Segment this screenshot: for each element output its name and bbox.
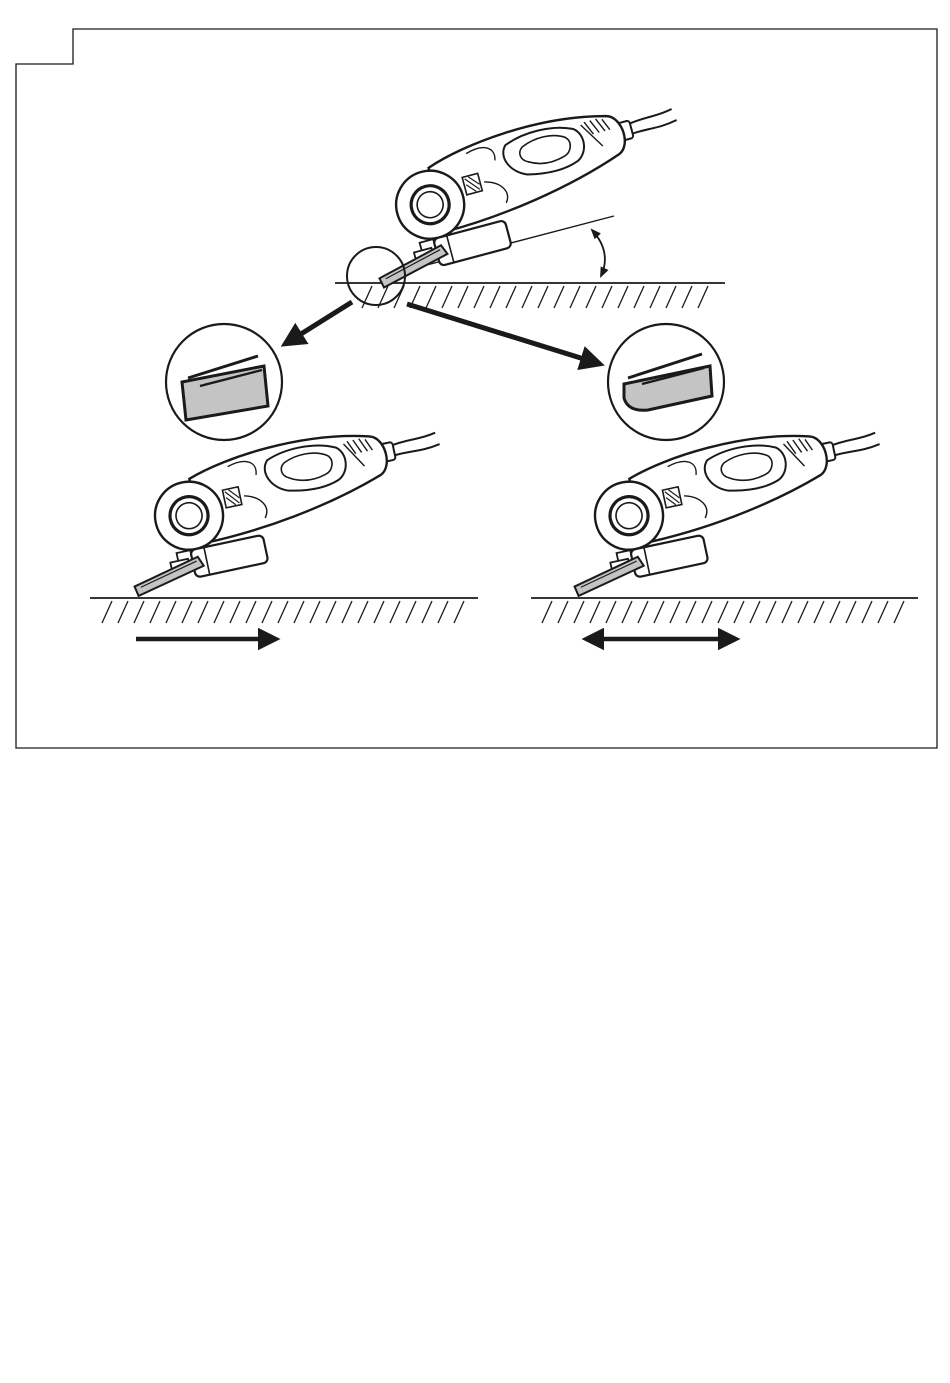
bottom-left-surface-hatching [102, 601, 464, 623]
bottom-left-grinder-panel [90, 412, 478, 639]
angle-grinder-icon [552, 412, 897, 596]
worn-disc-detail [608, 324, 724, 440]
angle-grinder-icon [351, 89, 698, 288]
angle-grinder-icon [112, 412, 457, 596]
new-disc-detail [166, 324, 282, 440]
top-grinder-panel [285, 89, 725, 364]
arrow-to-worn-disc [407, 304, 600, 364]
angle-arc [592, 230, 605, 276]
bottom-right-grinder-panel [531, 412, 918, 639]
arrow-to-new-disc [285, 302, 352, 344]
bottom-right-surface-hatching [542, 601, 904, 623]
